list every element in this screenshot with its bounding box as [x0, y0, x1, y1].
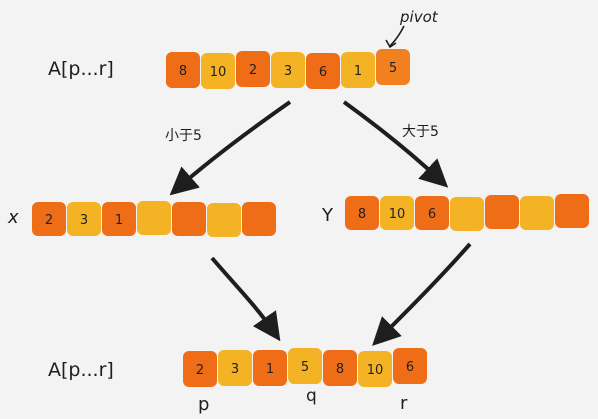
array-top-cell-5	[341, 52, 375, 88]
array-bottom-value-6: 6	[406, 360, 414, 375]
array-y-value-2: 6	[428, 207, 436, 222]
array-top-value-2: 2	[249, 63, 257, 78]
array-top-value-4: 6	[319, 65, 327, 80]
array-bottom-cell-2	[253, 350, 287, 386]
array-x-value-1: 3	[80, 213, 88, 228]
array-bottom-value-4: 8	[336, 362, 344, 377]
array-x-cell-3	[137, 201, 171, 235]
array-bottom-cell-0	[183, 351, 217, 387]
y-array-name: Y	[321, 205, 334, 226]
array-x-cell-5	[207, 203, 241, 237]
array-x-cell-6	[242, 202, 276, 236]
array-top-value-3: 3	[284, 64, 292, 79]
array-bottom-value-5: 10	[367, 363, 384, 378]
arrow-y-to-result	[372, 242, 472, 346]
greater-than-label: 大于5	[402, 124, 439, 140]
array-bottom-cell-6	[393, 348, 427, 384]
pivot-arrow	[389, 25, 405, 47]
array-x: 2 3 1	[32, 201, 276, 237]
less-than-label: 小于5	[165, 128, 202, 144]
array-y-cell-6	[555, 194, 589, 228]
array-x-cell-4	[172, 202, 206, 236]
array-bottom-cell-5	[358, 351, 392, 387]
pivot-label: pivot	[399, 8, 439, 26]
array-bottom-label: A[p...r]	[48, 359, 114, 381]
array-y: 8 10 6	[345, 194, 589, 231]
array-top-value-0: 8	[179, 64, 187, 79]
array-y-value-1: 10	[389, 207, 406, 222]
arrow-to-y	[342, 100, 449, 188]
array-top-cell-1	[201, 53, 235, 89]
arrow-to-x	[169, 100, 292, 196]
array-bottom-value-0: 2	[196, 363, 204, 378]
array-bottom-value-2: 1	[266, 362, 274, 377]
array-top-cell-3	[271, 52, 305, 88]
r-marker: r	[400, 393, 408, 414]
x-array-name: x	[7, 207, 19, 228]
array-x-value-0: 2	[45, 213, 53, 228]
array-bottom-cell-4	[323, 350, 357, 386]
array-y-value-0: 8	[358, 207, 366, 222]
arrow-x-to-result	[210, 256, 281, 342]
pivot-arrow-head	[385, 39, 397, 49]
array-y-cell-0	[345, 196, 379, 230]
array-bottom-cell-3	[288, 348, 322, 384]
array-y-cell-5	[520, 196, 554, 230]
q-marker: q	[306, 386, 317, 406]
array-x-cell-1	[67, 202, 101, 236]
array-top-label: A[p...r]	[48, 58, 114, 80]
array-bottom: 2 3 1 5 8 10 6	[183, 348, 427, 387]
array-top-cell-2	[236, 51, 270, 87]
array-bottom-value-1: 3	[231, 362, 239, 377]
array-top-value-1: 10	[210, 65, 227, 80]
array-top-cell-4	[306, 53, 340, 89]
array-bottom-value-3: 5	[301, 360, 309, 375]
array-y-cell-4	[485, 195, 519, 229]
array-top: 8 10 2 3 6 1 5	[166, 49, 410, 89]
array-x-value-2: 1	[115, 213, 123, 228]
array-x-cell-0	[32, 202, 66, 236]
array-bottom-cell-1	[218, 350, 252, 386]
array-top-value-6: 5	[389, 61, 397, 76]
array-y-cell-2	[415, 196, 449, 230]
p-marker: p	[198, 394, 209, 415]
array-top-value-5: 1	[354, 64, 362, 79]
array-x-cell-2	[102, 202, 136, 236]
array-y-cell-1	[380, 196, 414, 230]
array-top-cell-0	[166, 52, 200, 88]
array-top-cell-6	[376, 49, 410, 85]
array-y-cell-3	[450, 197, 484, 231]
